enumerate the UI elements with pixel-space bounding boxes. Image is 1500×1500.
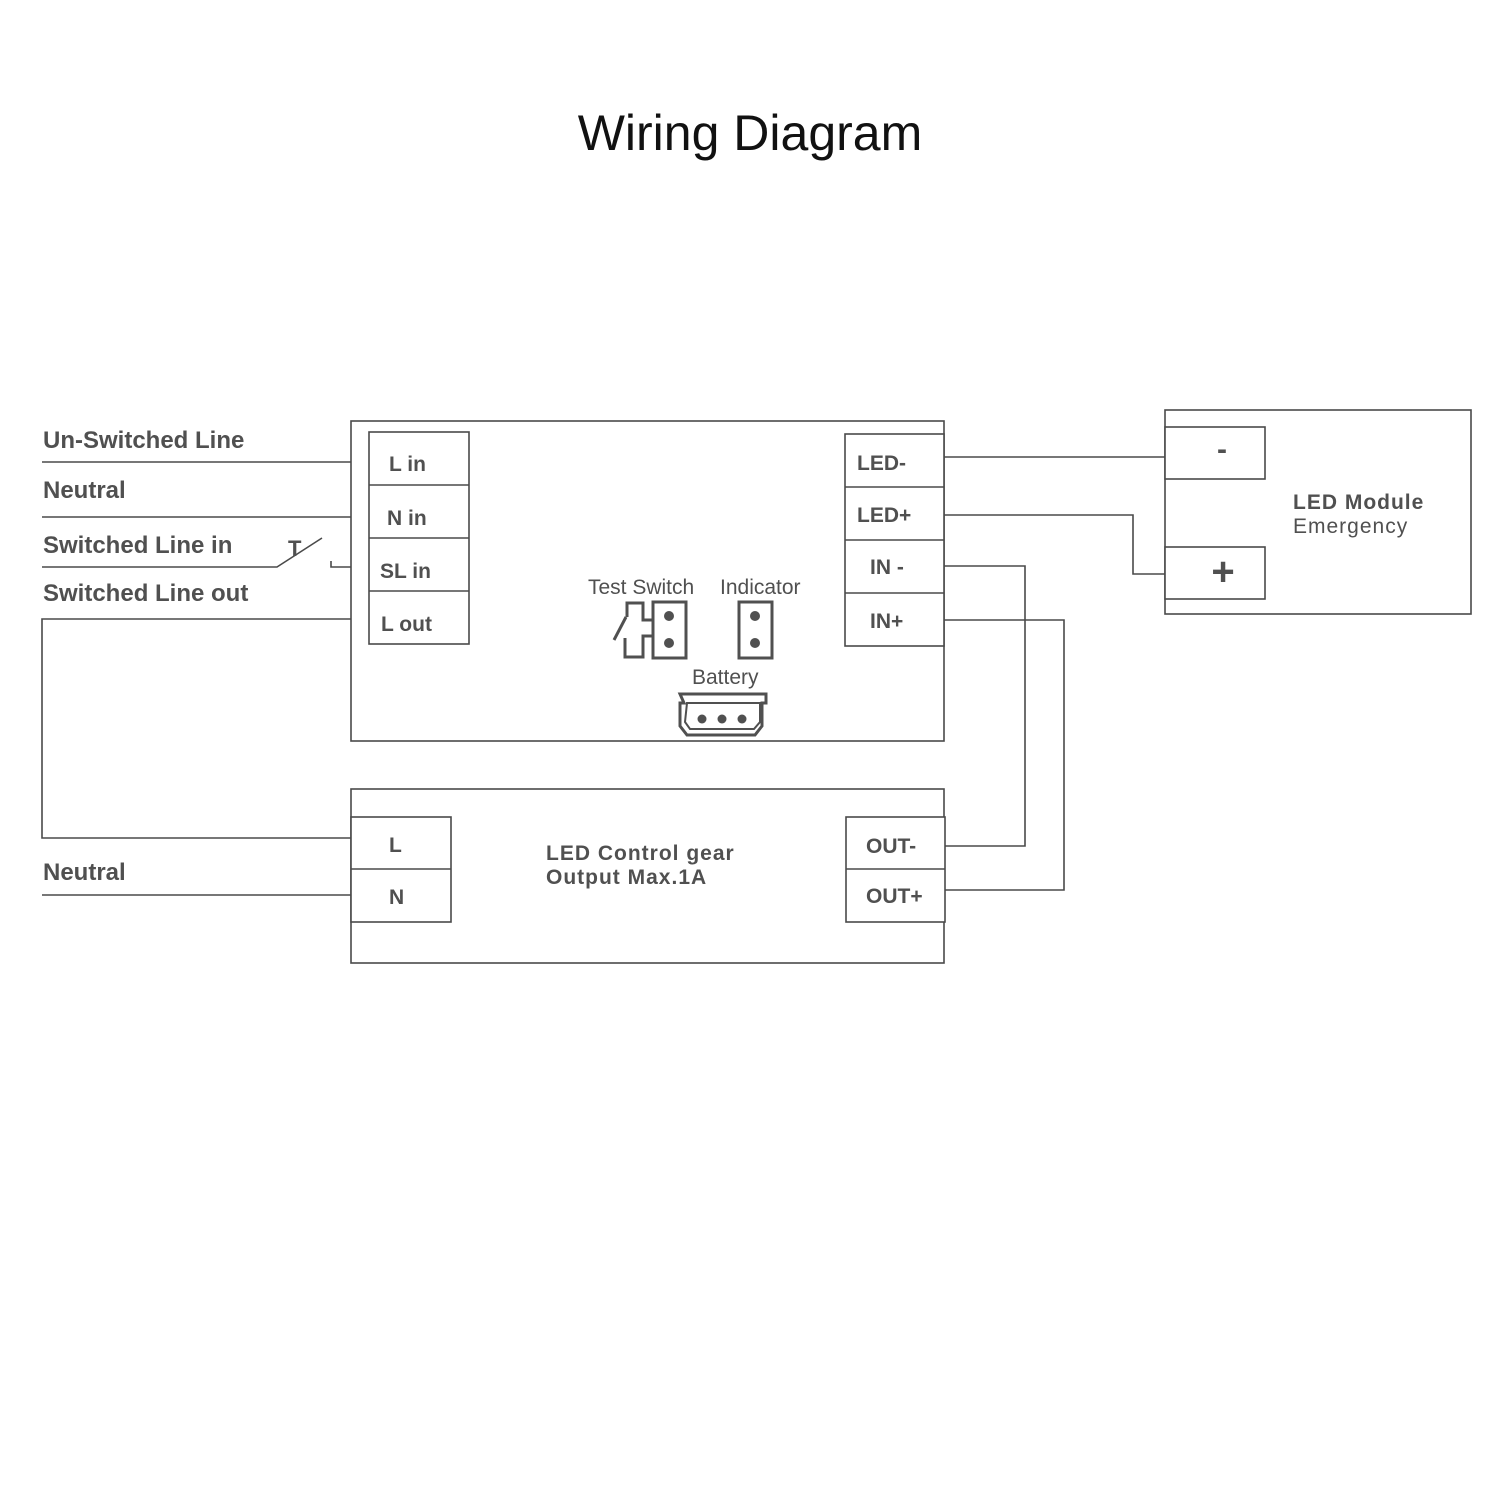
switched-line-in-wire xyxy=(42,537,323,568)
in-plus-wire xyxy=(944,619,1065,891)
led-module-subtitle: Emergency xyxy=(1293,515,1408,538)
terminal-n-in: N in xyxy=(387,507,427,530)
terminal-l: L xyxy=(389,834,402,857)
neutral-bottom-label: Neutral xyxy=(43,859,126,886)
left-terminal-block: L in N in SL in L out xyxy=(368,431,470,645)
terminal-out-minus: OUT- xyxy=(866,835,916,858)
input-wires: Un-Switched Line Neutral Switched Line i… xyxy=(41,427,369,896)
terminal-in-plus: IN+ xyxy=(870,610,903,633)
neutral-top-label: Neutral xyxy=(43,477,126,504)
switched-line-out-wire xyxy=(41,618,369,839)
battery-connector-icon xyxy=(677,692,768,737)
terminal-l-out: L out xyxy=(381,613,432,636)
control-gear-output: Output Max.1A xyxy=(546,866,707,889)
led-module-title: LED Module xyxy=(1293,491,1424,514)
terminal-led-plus: LED+ xyxy=(857,504,911,527)
emergency-unit: L in N in SL in L out LED- LED+ IN - IN+… xyxy=(350,420,945,742)
led-control-gear: L N OUT- OUT+ LED Control gear Output Ma… xyxy=(350,788,946,964)
output-wires xyxy=(944,456,1165,891)
led-module-minus: - xyxy=(1217,433,1227,466)
in-minus-wire xyxy=(944,565,1026,847)
indicator-icon xyxy=(737,600,774,660)
battery-label: Battery xyxy=(692,666,759,689)
control-gear-title: LED Control gear xyxy=(546,842,735,865)
led-module: - + LED Module Emergency xyxy=(1164,409,1472,615)
terminal-led-minus: LED- xyxy=(857,452,906,475)
terminal-sl-in: SL in xyxy=(380,560,431,583)
indicator-label: Indicator xyxy=(720,576,801,599)
switched-line-in-label: Switched Line in xyxy=(43,532,232,559)
switched-line-out-label: Switched Line out xyxy=(43,580,248,607)
terminal-out-plus: OUT+ xyxy=(866,885,923,908)
page-title: Wiring Diagram xyxy=(578,105,923,161)
led-plus-wire xyxy=(944,514,1165,575)
right-terminal-block: LED- LED+ IN - IN+ xyxy=(844,433,945,647)
test-switch-icon xyxy=(612,600,688,660)
led-module-plus: + xyxy=(1211,550,1234,594)
terminal-l-in: L in xyxy=(389,453,426,476)
terminal-n: N xyxy=(389,886,404,909)
terminal-in-minus: IN - xyxy=(870,556,904,579)
unswitched-line-label: Un-Switched Line xyxy=(43,427,244,454)
test-switch-label: Test Switch xyxy=(588,576,694,599)
switch-mark: T xyxy=(288,536,302,561)
